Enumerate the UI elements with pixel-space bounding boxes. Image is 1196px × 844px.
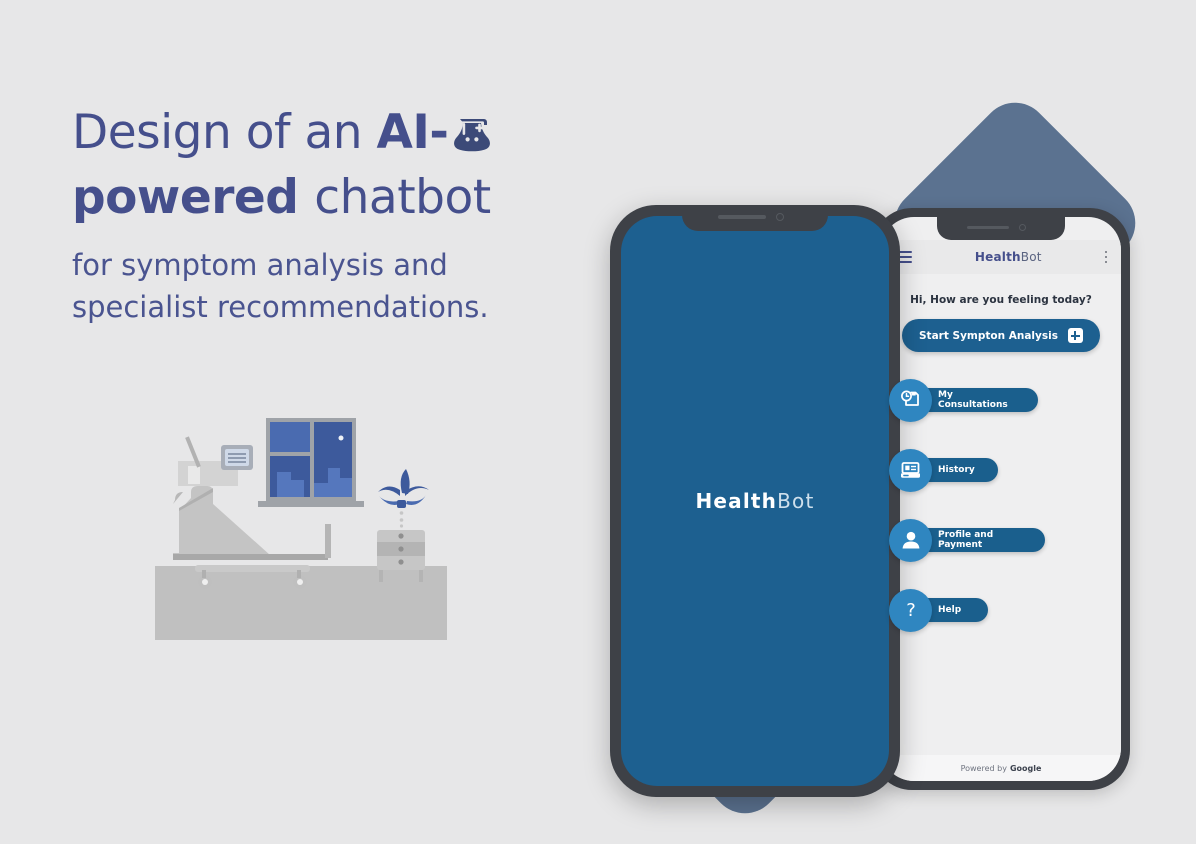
plus-square-icon	[1067, 328, 1083, 343]
headline-line-2: powered chatbot	[72, 169, 572, 227]
clock-document-icon	[889, 378, 932, 422]
menu-label-my-consultations: My Consultations	[938, 390, 1008, 410]
headline-line-1-bold: AI-	[376, 105, 449, 160]
records-card-icon	[889, 448, 932, 492]
headline-line-1-light: Design of an	[72, 105, 377, 160]
app-screen-phone: HealthBot Hi, How are you feeling today?…	[872, 208, 1130, 790]
phone-notch	[682, 205, 828, 231]
headline-line-1: Design of an AI-	[72, 104, 572, 169]
question-mark-icon: ?	[889, 588, 932, 632]
menu-label-history: History	[938, 465, 975, 475]
start-symptom-analysis-button[interactable]: Start Sympton Analysis	[902, 319, 1100, 352]
headline-line-2-bold: powered	[72, 170, 315, 225]
app-content: Hi, How are you feeling today? Start Sym…	[881, 274, 1121, 755]
menu-item-history[interactable]: History	[881, 448, 1121, 492]
powered-by-prefix: Powered by	[960, 763, 1007, 773]
app-screen: HealthBot Hi, How are you feeling today?…	[881, 217, 1121, 781]
app-brand-bold: Health	[974, 250, 1021, 264]
medical-bag-icon	[451, 111, 493, 169]
front-camera-icon	[776, 213, 784, 221]
window	[258, 418, 364, 507]
hospital-room-illustration	[155, 408, 447, 640]
quick-actions-list: My Consultations	[881, 378, 1121, 632]
splash-brand-bold: Health	[695, 489, 778, 513]
page-subtitle: for symptom analysis and specialist reco…	[72, 244, 592, 328]
menu-label-profile-and-payment: Profile and Payment	[938, 530, 994, 550]
potted-plant	[378, 469, 429, 528]
headline-line-2-light: chatbot	[314, 170, 491, 225]
splash-screen-phone: HealthBot	[610, 205, 900, 797]
splash-brand-logo: HealthBot	[695, 489, 814, 513]
page-title: Design of an AI- powered chatbot	[72, 104, 572, 227]
powered-by-footer: Powered by Google	[881, 755, 1121, 781]
speaker-slot-icon	[967, 226, 1009, 229]
app-brand-light: Bot	[1020, 250, 1042, 264]
speaker-slot-icon	[718, 215, 766, 219]
kebab-menu-icon[interactable]	[1104, 250, 1107, 264]
splash-screen: HealthBot	[621, 216, 889, 786]
nightstand	[377, 530, 425, 582]
user-profile-icon	[889, 518, 932, 562]
app-bar: HealthBot	[881, 240, 1121, 274]
menu-item-help[interactable]: Help ?	[881, 588, 1121, 632]
splash-brand-light: Bot	[777, 489, 815, 513]
svg-text:?: ?	[906, 600, 916, 621]
subtitle-line-1: for symptom analysis and	[72, 248, 448, 282]
start-symptom-analysis-label: Start Sympton Analysis	[919, 329, 1058, 342]
phone-mockup-group: HealthBot Hi, How are you feeling today?…	[590, 88, 1190, 828]
menu-item-profile-and-payment[interactable]: Profile and Payment	[881, 518, 1121, 562]
greeting-text: Hi, How are you feeling today?	[910, 294, 1092, 306]
front-camera-icon	[1019, 224, 1026, 231]
menu-label-help: Help	[938, 605, 962, 615]
phone-notch	[937, 217, 1065, 240]
hospital-bed	[173, 486, 331, 589]
menu-pill-profile-and-payment[interactable]: Profile and Payment	[912, 528, 1045, 552]
wall-monitor	[178, 436, 253, 486]
app-brand-logo: HealthBot	[975, 250, 1042, 264]
subtitle-line-2: specialist recommendations.	[72, 290, 489, 324]
menu-item-my-consultations[interactable]: My Consultations	[881, 378, 1121, 422]
menu-pill-my-consultations[interactable]: My Consultations	[912, 388, 1038, 412]
powered-by-brand: Google	[1009, 763, 1042, 773]
hamburger-menu-icon[interactable]	[895, 251, 912, 263]
